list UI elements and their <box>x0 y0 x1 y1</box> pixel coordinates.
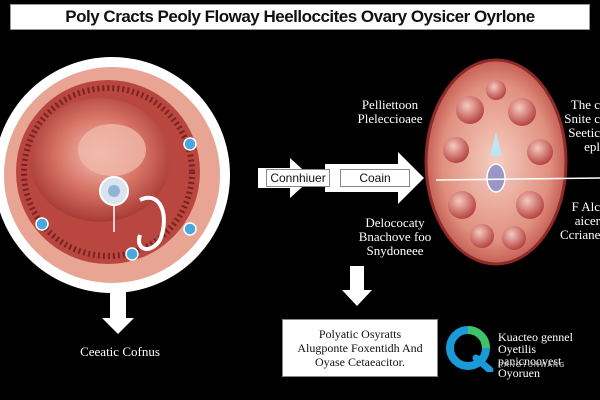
follicle-8 <box>502 226 526 250</box>
left-organ-dots-ring <box>21 85 195 259</box>
watermark-logo-icon <box>446 326 494 374</box>
right-edge-mid-label: F Alc aicer Ccriane <box>560 199 600 242</box>
watermark-text: Kuacteo gennel Oyetilis panicnoovest Oyo… <box>498 330 573 380</box>
left-organ-illustration <box>0 57 230 293</box>
left-cyst-3 <box>125 247 139 261</box>
left-organ-tube <box>137 195 166 251</box>
follicle-4 <box>527 139 553 165</box>
right-top-label: Pelliettoon Pleleccioaee <box>357 97 423 126</box>
left-cyst-center-core <box>108 185 120 197</box>
bottom-summary-box: Polyatic Osyratts Alugponte Foxentidh An… <box>282 319 438 377</box>
ovary-rim <box>424 58 568 266</box>
connecter-box: Connhiuer <box>266 169 330 187</box>
follicle-2 <box>508 98 536 126</box>
right-edge-top-label: The c Snite c Seetic epl <box>564 97 600 154</box>
follicle-7 <box>470 224 494 248</box>
left-caption: Ceeatic Cofnus <box>80 344 160 359</box>
left-cyst-4 <box>183 222 197 236</box>
left-cyst-1 <box>183 137 197 151</box>
follicle-6 <box>516 191 544 219</box>
follicle-5 <box>448 191 476 219</box>
follicle-9 <box>486 80 506 100</box>
arrow-down-center <box>342 266 372 306</box>
follicle-3 <box>443 137 469 163</box>
ovary-pointer-line <box>435 177 600 181</box>
coain-box: Coain <box>340 169 410 187</box>
right-ovary-illustration <box>424 58 600 266</box>
center-mid-label: Delococaty Bnachove foo Snydoneee <box>358 215 432 258</box>
diagram-title: Poly Cracts Peoly Floway Heelloccites Ov… <box>10 4 590 30</box>
ovary-central-highlight <box>490 132 502 156</box>
follicle-1 <box>456 96 484 124</box>
ovary-central-cyst <box>486 163 506 193</box>
left-cyst-2 <box>35 217 49 231</box>
left-organ-inner-fold <box>78 124 146 176</box>
watermark-sub: RANGYUNWANG <box>498 362 566 369</box>
arrow-down-left <box>102 292 134 334</box>
watermark: Kuacteo gennel Oyetilis panicnoovest Oyo… <box>446 326 596 379</box>
